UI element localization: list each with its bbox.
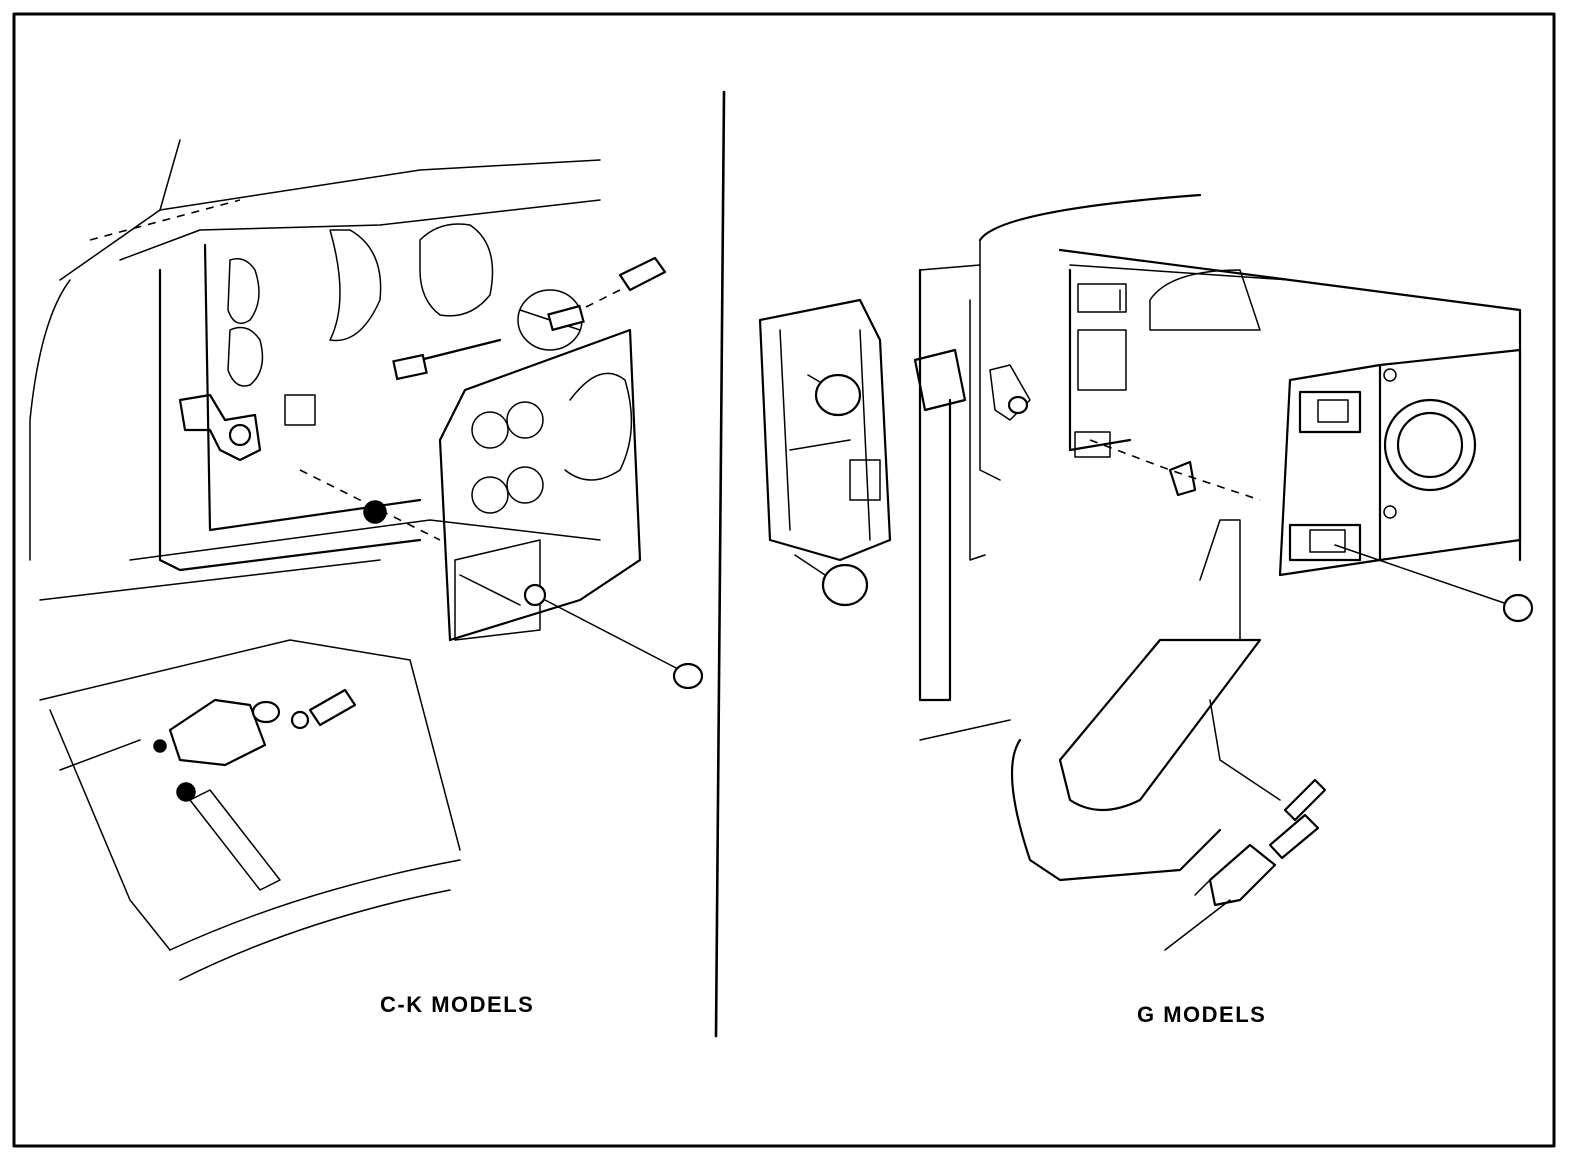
bulb-socket-icon	[794, 554, 869, 607]
screw-icon	[299, 469, 441, 541]
caption-g-models: G MODELS	[1137, 1002, 1267, 1027]
caption-ck-models: C-K MODELS	[380, 992, 535, 1017]
panel-divider	[714, 90, 726, 1038]
bolt-icon	[579, 256, 667, 311]
ck-panel-illustration	[29, 139, 704, 981]
bulb-socket-icon	[807, 373, 862, 417]
bolt-icon	[290, 688, 357, 730]
bolt-icon	[1268, 813, 1320, 860]
bolt-icon	[1283, 778, 1327, 822]
screw-icon	[1089, 439, 1261, 501]
g-panel-illustration	[758, 193, 1534, 951]
figure-border	[12, 12, 1556, 1148]
